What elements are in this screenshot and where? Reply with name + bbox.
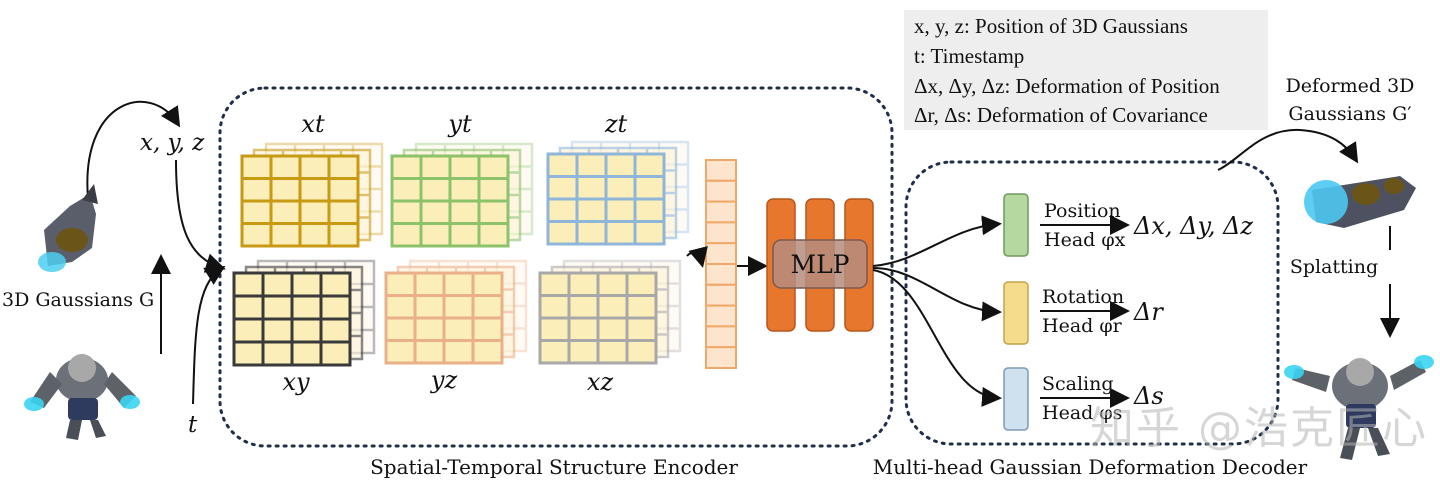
plane-yz-front: [384, 271, 504, 365]
input-t-label: t: [188, 412, 198, 438]
feature-vector: [705, 159, 737, 370]
feature-planes: [232, 140, 690, 367]
feature-vector-cell: [705, 221, 737, 245]
plane-label-xz: xz: [587, 368, 614, 396]
plane-label-xt: xt: [301, 110, 325, 138]
scaling-head-name: Scaling: [1042, 373, 1114, 395]
position-output: Δx, Δy, Δz: [1133, 212, 1253, 240]
position-head-label: Head φx: [1044, 229, 1126, 251]
position-head-name: Position: [1044, 200, 1121, 222]
splatting-label: Splatting: [1290, 256, 1378, 278]
decoder-title: Multi-head Gaussian Deformation Decoder: [873, 455, 1308, 479]
feature-vector-cell: [705, 346, 737, 370]
feature-vector-cell: [705, 304, 737, 328]
legend-line-deformation-covariance: Δr, Δs: Deformation of Covariance: [914, 103, 1208, 127]
arrow-planes-to-vector: [686, 246, 708, 268]
position-head-block: [1003, 193, 1029, 257]
deformed-label-line2: Gaussians G′: [1288, 103, 1411, 125]
scaling-head-label: Head φs: [1042, 402, 1122, 424]
plane-zt-front: [546, 152, 666, 246]
encoder-title: Spatial-Temporal Structure Encoder: [370, 455, 738, 479]
plane-xt-front: [240, 154, 360, 248]
legend-box: [904, 10, 1268, 130]
legend-line-deformation-position: Δx, Δy, Δz: Deformation of Position: [914, 74, 1220, 98]
arrow-mlp-to-position: [872, 215, 1002, 267]
plane-xy-front: [232, 271, 352, 367]
feature-vector-cell: [705, 159, 737, 182]
deformed-label-line1: Deformed 3D: [1286, 75, 1415, 97]
arrow-xyz-to-encoder: [175, 159, 226, 273]
feature-vector-cell: [705, 263, 737, 286]
rotation-head-label: Head φr: [1042, 315, 1123, 337]
rotation-head-block: [1003, 281, 1029, 345]
arrow-mlp-to-scaling: [872, 269, 1002, 407]
input-gaussian-blob-image: [38, 184, 98, 272]
feature-vector-cell: [705, 325, 737, 349]
arrow-decoder-to-deformed: [1217, 128, 1359, 171]
plane-xz-front: [538, 271, 658, 365]
feature-vector-cell: [705, 200, 737, 224]
plane-yt-front: [390, 154, 510, 248]
feature-vector-cell: [705, 242, 737, 265]
plane-label-xy: xy: [282, 368, 310, 396]
rotation-output: Δr: [1133, 298, 1164, 326]
legend-line-timestamp: t: Timestamp: [914, 44, 1025, 68]
input-gaussians-label: 3D Gaussians G: [2, 289, 154, 311]
arrow-t-to-encoder: [192, 265, 226, 405]
mlp-label: MLP: [790, 250, 849, 279]
plane-label-zt: zt: [604, 110, 628, 138]
legend-line-position: x, y, z: Position of 3D Gaussians: [914, 14, 1188, 38]
watermark: 知乎 @浩克匠心: [1090, 403, 1428, 454]
output-character-image: [1284, 355, 1434, 460]
input-character-image: [24, 354, 140, 440]
mlp-block: MLP: [766, 198, 874, 332]
plane-label-yt: yt: [447, 110, 472, 138]
plane-label-yz: yz: [430, 366, 458, 394]
arrow-gaussian-to-xyz: [86, 100, 181, 199]
input-xyz-label: x, y, z: [140, 130, 205, 156]
decoder-container: [904, 160, 1280, 446]
arrow-mlp-to-rotation: [872, 267, 1002, 322]
deformed-gaussian-blob-image: [1304, 176, 1416, 228]
mlp-label-box: [772, 239, 868, 289]
feature-vector-cell: [705, 179, 737, 203]
rotation-head-name: Rotation: [1042, 286, 1124, 308]
scaling-output: Δs: [1133, 382, 1164, 410]
feature-vector-cell: [705, 283, 737, 307]
scaling-head-block: [1003, 367, 1029, 431]
